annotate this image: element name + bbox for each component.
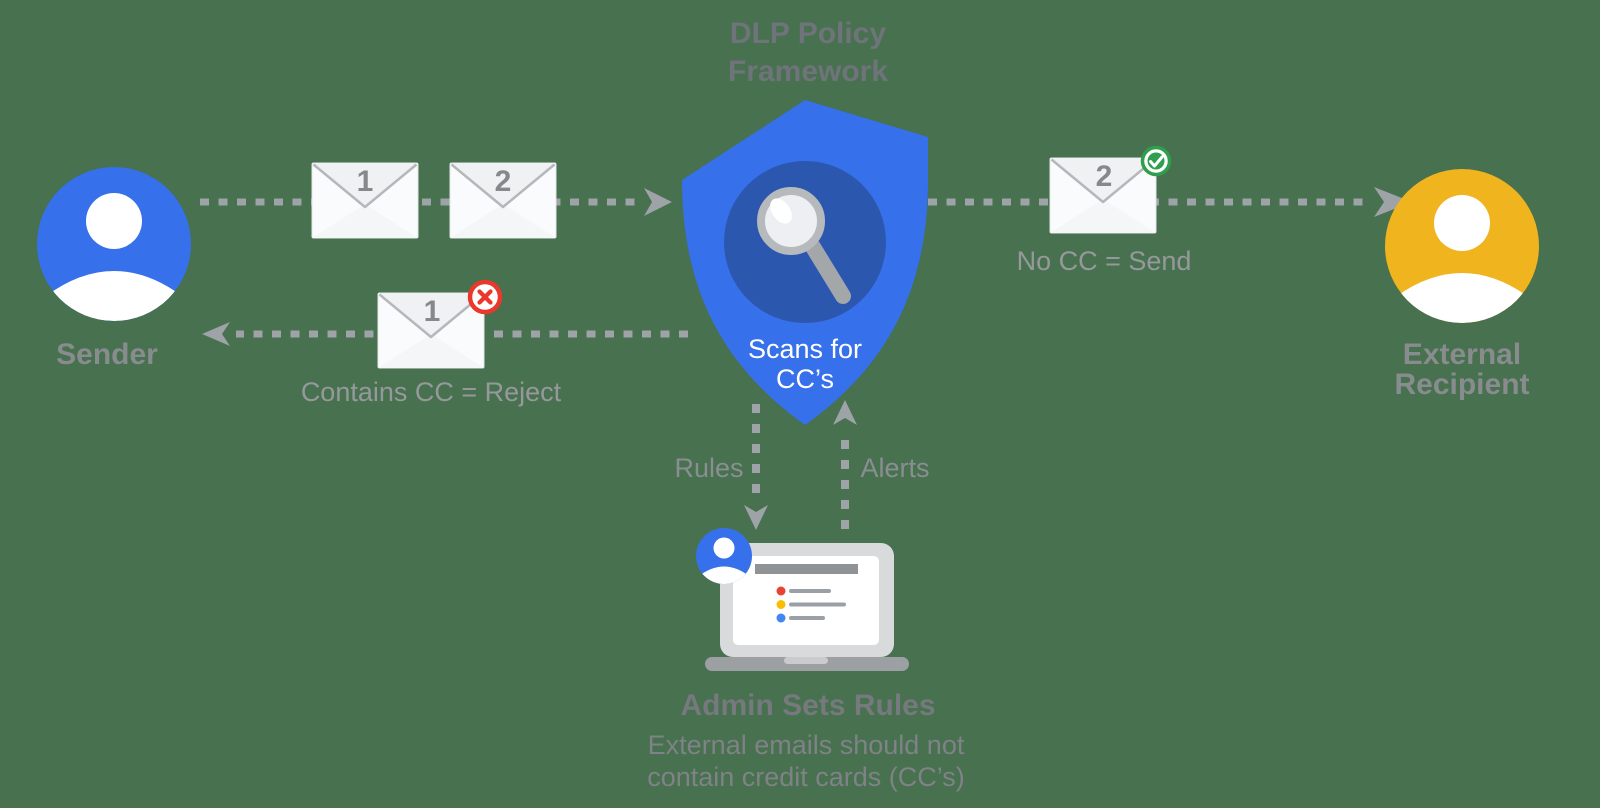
admin-subtitle-line1: External emails should not — [647, 730, 965, 760]
rules-label: Rules — [674, 453, 744, 483]
alerts-label: Alerts — [860, 453, 930, 483]
arrowhead-right-icon — [644, 188, 672, 216]
blue-dot-icon — [776, 613, 786, 623]
admin-subtitle-line2: contain credit cards (CC’s) — [647, 762, 965, 792]
yellow-dot-icon — [776, 600, 786, 609]
arrowhead-left-icon — [202, 322, 230, 346]
outbound-arrow — [200, 188, 672, 216]
magnifier-icon — [757, 187, 851, 304]
arrowhead-down-icon — [744, 505, 768, 530]
shield-label-line2: CC’s — [775, 364, 835, 394]
screen-header-bar — [755, 564, 858, 574]
shield-label-line1: Scans for — [747, 334, 863, 364]
person-icon — [699, 537, 749, 584]
recipient-avatar — [1385, 169, 1539, 323]
person-icon — [1394, 195, 1530, 323]
reject-caption: Contains CC = Reject — [300, 377, 562, 407]
dlp-shield-icon — [682, 100, 928, 425]
arrowhead-up-icon — [833, 400, 857, 425]
arrowhead-right-icon — [1374, 187, 1412, 217]
rules-arrow — [744, 404, 768, 530]
admin-title: Admin Sets Rules — [680, 689, 936, 722]
admin-laptop-icon — [705, 543, 909, 671]
envelope-number: 1 — [423, 295, 441, 328]
red-dot-icon — [776, 586, 786, 596]
send-caption: No CC = Send — [1016, 246, 1192, 276]
laptop-base-notch — [784, 657, 828, 664]
envelope-number: 2 — [494, 165, 512, 198]
admin-avatar — [696, 528, 752, 584]
diagram-title-line2: Framework — [727, 55, 889, 88]
envelope-number: 1 — [356, 165, 374, 198]
x-circle-icon — [467, 279, 503, 315]
screen-list-rows — [776, 586, 846, 623]
send-arrow — [928, 187, 1412, 217]
sender-label: Sender — [56, 338, 158, 371]
recipient-label-line2: Recipient — [1394, 368, 1530, 401]
recipient-label-line1: External — [1402, 338, 1522, 371]
laptop-screen — [733, 556, 879, 645]
alerts-arrow — [833, 400, 857, 533]
envelope-number: 2 — [1095, 160, 1113, 193]
person-icon — [46, 193, 182, 321]
sender-avatar — [37, 167, 191, 321]
check-circle-icon — [1140, 145, 1172, 177]
diagram-title-line1: DLP Policy — [729, 17, 887, 50]
